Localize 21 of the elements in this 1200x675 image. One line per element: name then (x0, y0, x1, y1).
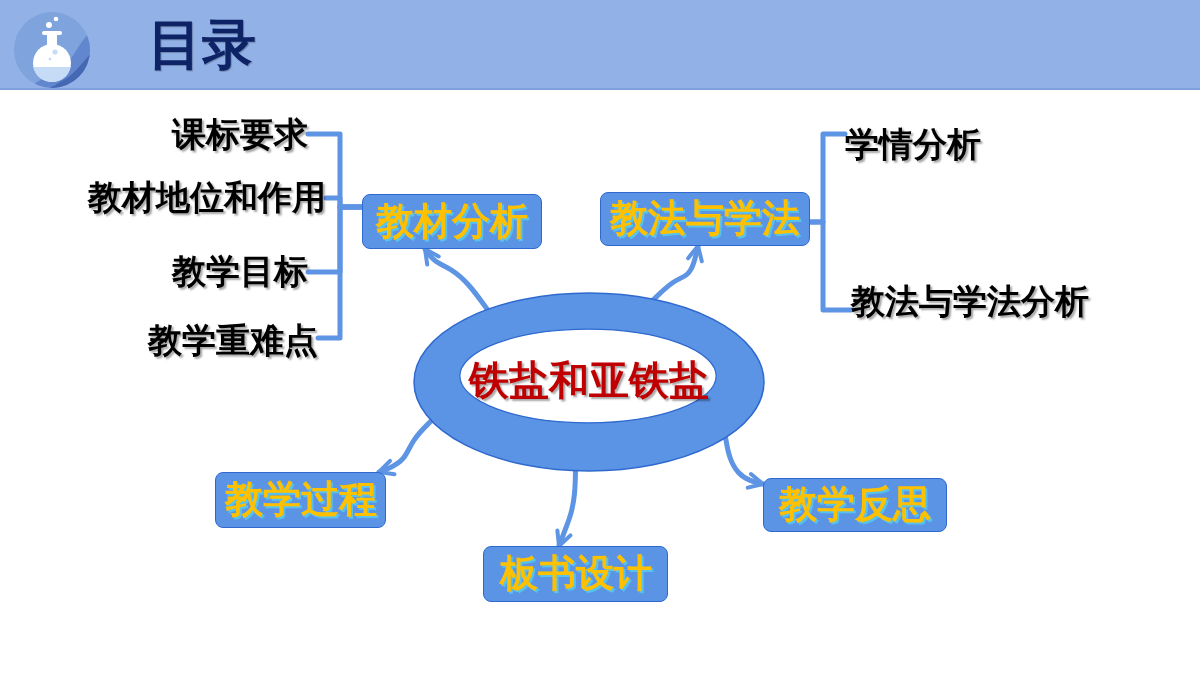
subtopic-text: 教学重难点 (148, 321, 318, 361)
title: 目录 (148, 14, 256, 76)
topic-box (215, 472, 386, 528)
subtopic-text: 教学目标 (172, 252, 308, 292)
topic-box (763, 478, 947, 532)
subtopic-text: 教法与学法分析 (851, 282, 1089, 322)
topic-box (362, 194, 542, 249)
center-topic-text: 铁盐和亚铁盐 (469, 358, 709, 402)
topic-label: 教材分析 (376, 200, 528, 243)
ring-ellipse (413, 292, 765, 472)
topic-label: 板书设计 (499, 553, 652, 595)
topic-box (483, 546, 668, 602)
topic-label: 教法与学法 (610, 198, 800, 240)
topic-label: 教学反思 (779, 484, 931, 526)
subtopic-text: 教材地位和作用 (88, 178, 326, 218)
subtopic-text: 学情分析 (845, 125, 981, 165)
subtopic-text: 课标要求 (172, 115, 308, 155)
curved-arrow (376, 418, 434, 477)
curved-arrow (723, 435, 766, 490)
topic-label: 教学过程 (224, 479, 377, 521)
topic-box (600, 192, 810, 246)
